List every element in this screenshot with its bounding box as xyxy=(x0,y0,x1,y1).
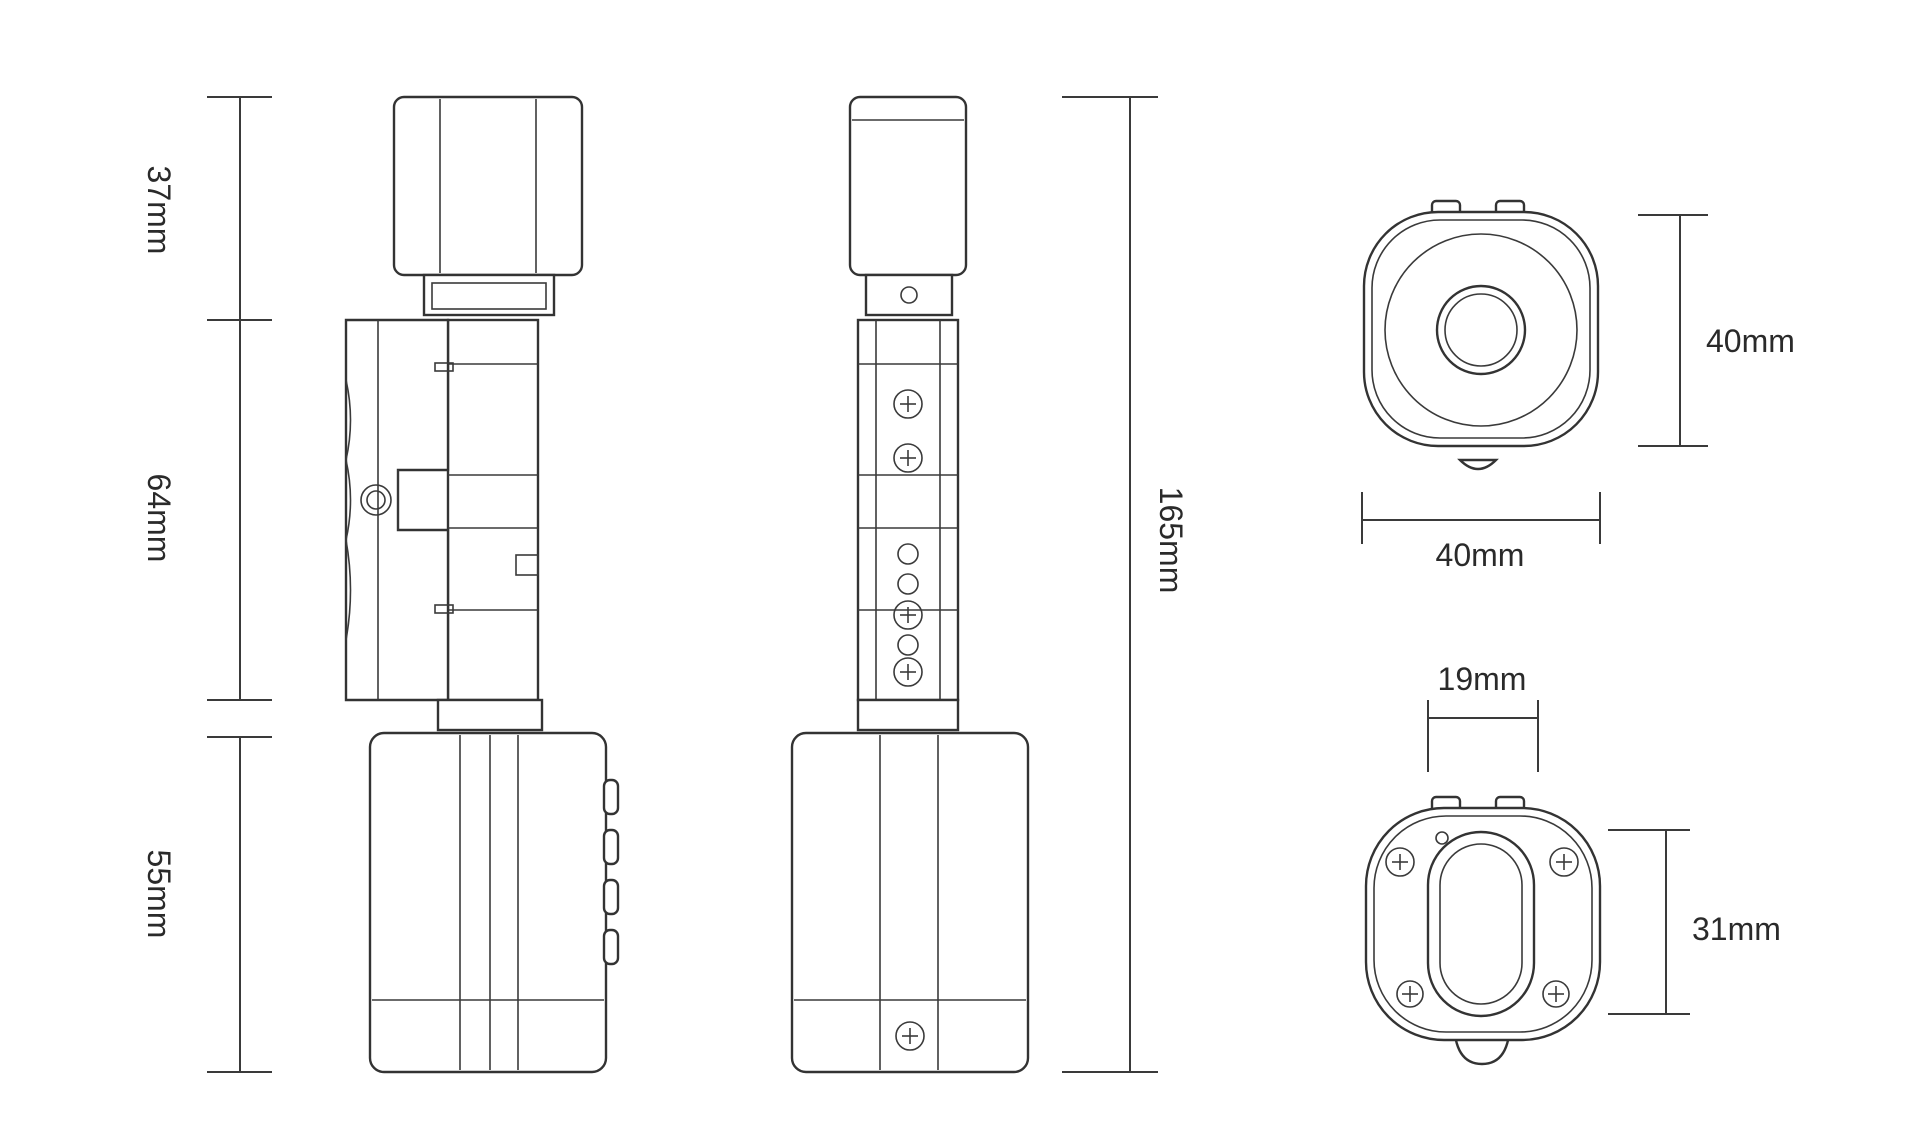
screw-icon xyxy=(893,600,923,630)
screw-icon xyxy=(1542,980,1570,1008)
dim-label-bottom: 55mm xyxy=(141,850,177,939)
dim-label-back-height: 31mm xyxy=(1692,911,1781,947)
dim-label-back-gap: 19mm xyxy=(1438,661,1527,697)
dim-label-front-width: 40mm xyxy=(1436,537,1525,573)
dim-label-total: 165mm xyxy=(1153,487,1189,594)
dim-label-front-height: 40mm xyxy=(1706,323,1795,359)
screw-icon xyxy=(1549,847,1579,877)
back-view xyxy=(1364,795,1602,1066)
screw-icon xyxy=(1385,847,1415,877)
screw-icon xyxy=(893,657,923,687)
front-view xyxy=(790,95,1030,1074)
screw-icon xyxy=(895,1021,925,1051)
screw-icon xyxy=(893,389,923,419)
dim-label-middle: 64mm xyxy=(141,474,177,563)
front-face-view xyxy=(1362,199,1600,471)
dim-label-top: 37mm xyxy=(141,166,177,255)
screw-icon xyxy=(893,443,923,473)
screw-icon xyxy=(1396,980,1424,1008)
back-view-dimensions: 19mm 31mm xyxy=(1427,661,1781,1015)
total-length-dimension: 165mm xyxy=(1062,96,1189,1073)
left-dimension-scale: 37mm 64mm 55mm xyxy=(141,96,272,1073)
side-view xyxy=(344,95,620,1074)
front-face-dimensions: 40mm 40mm xyxy=(1361,214,1795,573)
